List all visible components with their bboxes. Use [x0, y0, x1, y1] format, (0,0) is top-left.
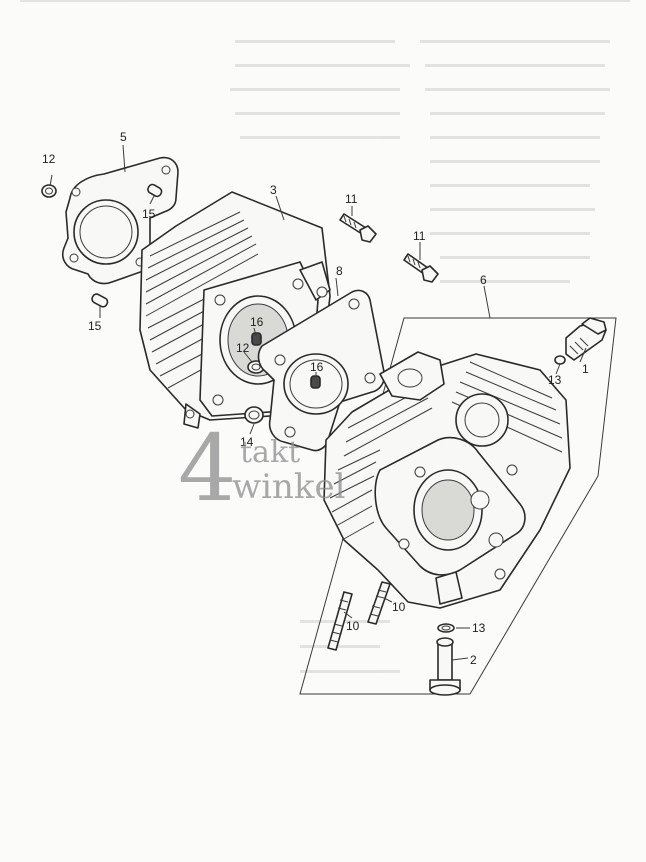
- bolt-part-2: [429, 637, 461, 696]
- stud-part-1: [565, 317, 607, 361]
- callout-15-upper: 15: [142, 207, 156, 221]
- callout-10-left: 10: [346, 619, 360, 633]
- callout-2: 2: [470, 653, 477, 667]
- dowel-pin-part-15-lower: [91, 293, 109, 308]
- callout-12-upper: 12: [42, 152, 56, 166]
- bleed-through-text: [20, 0, 630, 673]
- callout-11-upper: 11: [345, 192, 358, 206]
- callout-16-cylinder: 16: [250, 315, 264, 329]
- dowel-pin-part-15-upper: [147, 183, 163, 198]
- callout-16-gasket: 16: [310, 360, 324, 374]
- callout-15-lower: 15: [88, 319, 102, 333]
- callout-6: 6: [480, 273, 487, 287]
- watermark-logo: 4 takt winkel: [178, 415, 345, 522]
- callout-labels: 12 5 15 3 11 11 8 6 15 16 12 16 13 1 14 …: [42, 130, 589, 667]
- bolt-part-11-upper: [339, 213, 377, 243]
- cylinder-head-frame: [299, 317, 617, 695]
- bolt-part-11-lower: [403, 253, 439, 283]
- o-ring-part-14: [244, 406, 264, 424]
- stud-part-10-right: [367, 581, 391, 625]
- watermark-line1: takt: [240, 435, 300, 470]
- washer-part-13-lower: [437, 623, 455, 633]
- o-ring-part-12-upper: [41, 184, 57, 198]
- callout-14: 14: [240, 435, 254, 449]
- callout-1: 1: [582, 362, 589, 376]
- stud-part-10-left: [327, 591, 353, 651]
- callout-11-lower: 11: [413, 229, 426, 243]
- callout-5: 5: [120, 130, 127, 144]
- callout-13-lower: 13: [472, 621, 486, 635]
- dowel-pin-part-16-cylinder: [251, 332, 262, 346]
- callout-10-right: 10: [392, 600, 406, 614]
- leader-lines: [49, 144, 587, 661]
- callout-3: 3: [270, 183, 277, 197]
- watermark-numeral: 4: [178, 415, 237, 522]
- cylinder-head-part-6: [323, 351, 571, 609]
- washer-part-13-upper: [554, 355, 566, 365]
- callout-12-lower: 12: [236, 341, 250, 355]
- callout-13-upper: 13: [548, 373, 562, 387]
- callout-8: 8: [336, 264, 343, 278]
- watermark-line2: winkel: [232, 467, 345, 507]
